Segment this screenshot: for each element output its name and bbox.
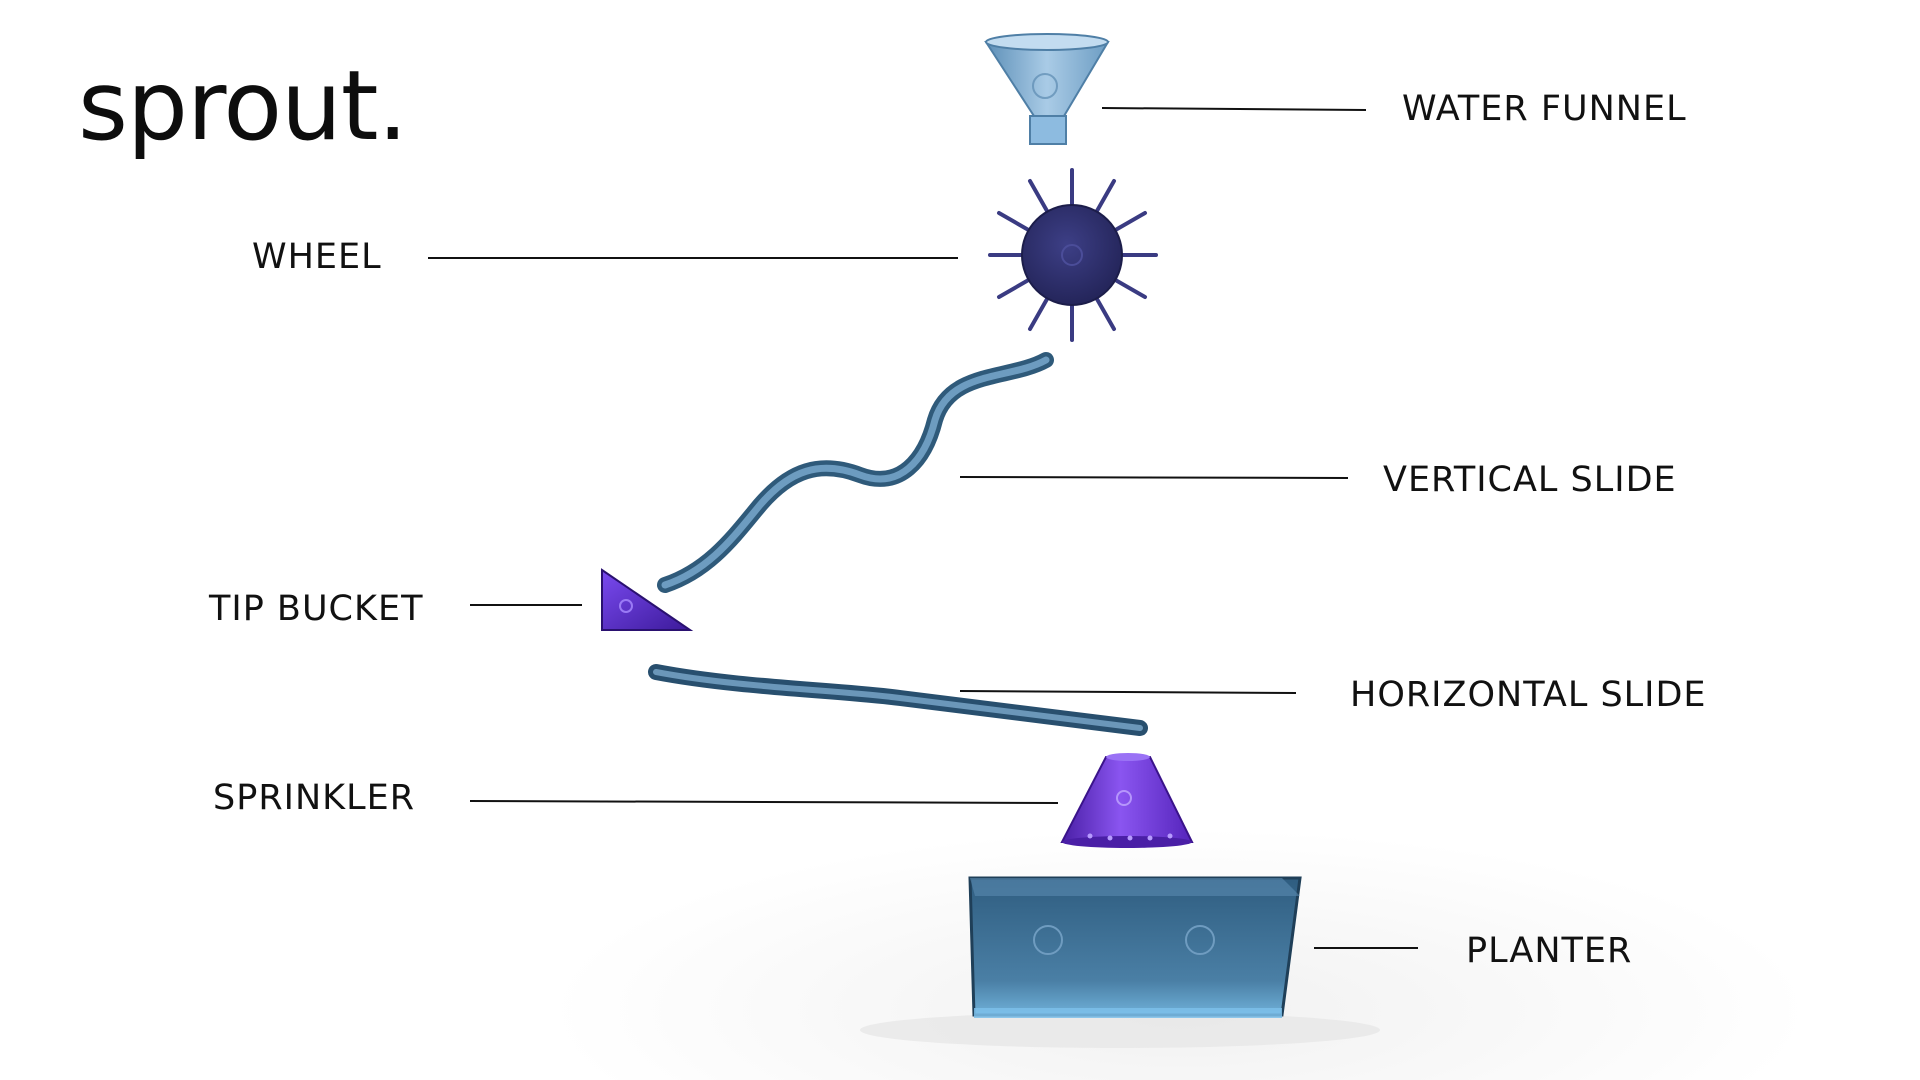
label-tip-bucket: TIP BUCKET: [209, 589, 424, 629]
label-planter: PLANTER: [1466, 931, 1633, 971]
sprinkler-part: [1060, 753, 1194, 848]
water-funnel-part: [984, 33, 1110, 145]
leader-lines: [428, 107, 1418, 949]
leader-line-vertical-slide: [959, 476, 1349, 479]
label-horizontal-slide: HORIZONTAL SLIDE: [1350, 675, 1707, 715]
label-water-funnel: WATER FUNNEL: [1402, 89, 1687, 129]
wheel-part: [988, 168, 1158, 342]
vertical-slide-part: [657, 352, 1054, 593]
label-wheel: WHEEL: [252, 237, 382, 277]
leader-line-horizontal-slide: [959, 690, 1297, 694]
horizontal-slide-part: [648, 664, 1148, 736]
leader-line-water-funnel: [1101, 107, 1367, 111]
tip-bucket-part: [601, 568, 694, 631]
planter-part: [860, 876, 1380, 1048]
label-sprinkler: SPRINKLER: [213, 778, 416, 818]
brand-logo: sprout.: [78, 50, 408, 162]
label-vertical-slide: VERTICAL SLIDE: [1383, 460, 1677, 500]
leader-line-sprinkler: [469, 800, 1059, 804]
